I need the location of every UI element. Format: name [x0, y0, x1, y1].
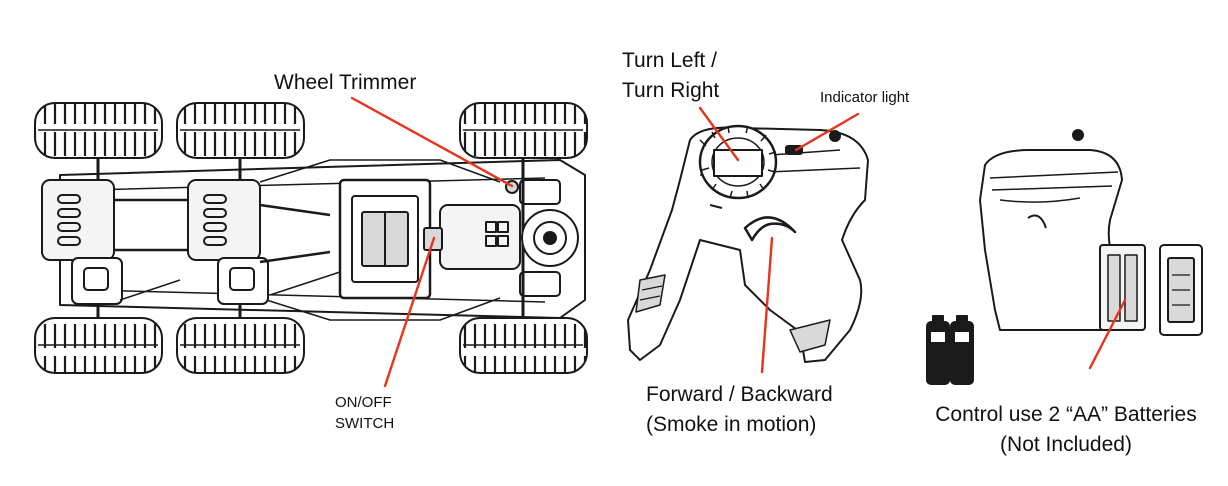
pointer-indicator-light: [794, 112, 860, 152]
battery-cover: [1159, 244, 1203, 336]
label-turn: Turn Left / Turn Right: [622, 46, 719, 106]
rc-car-chassis: [34, 102, 588, 374]
wheel-middle-left: [176, 102, 305, 159]
aa-batteries: [926, 315, 974, 385]
label-turn-line1: Turn Left /: [622, 49, 717, 72]
pointer-on-off-switch: [383, 236, 436, 388]
label-on-off-line1: ON/OFF: [335, 394, 392, 411]
pointer-lines: [350, 96, 1127, 388]
label-forward-line1: Forward / Backward: [646, 383, 833, 406]
wheel-front-left: [34, 102, 163, 159]
gearbox-middle: [187, 179, 269, 305]
label-batteries: Control use 2 “AA” Batteries (Not Includ…: [908, 400, 1224, 460]
battery-bay: [1099, 244, 1146, 331]
wheel-middle-right: [176, 317, 305, 374]
wheel-rear-left: [459, 102, 588, 159]
remote-controller-back: [926, 129, 1203, 385]
label-on-off-line2: SWITCH: [335, 415, 395, 432]
pointer-turn: [698, 106, 740, 162]
throttle-trigger: [743, 216, 797, 242]
pointer-batteries: [1088, 298, 1127, 370]
pointer-wheel-trimmer: [350, 96, 514, 188]
wheel-front-right: [34, 317, 163, 374]
gearbox-front: [41, 179, 123, 305]
battery-compartment: [338, 178, 432, 300]
label-on-off-switch: ON/OFF SWITCH: [335, 392, 394, 434]
wheel-rear-right: [459, 317, 588, 374]
rear-gearbox: [439, 179, 579, 297]
label-batteries-line1: Control use 2 “AA” Batteries: [935, 403, 1197, 426]
label-forward-backward: Forward / Backward (Smoke in motion): [646, 380, 833, 440]
remote-controller-front: [627, 124, 869, 363]
label-indicator-light: Indicator light: [820, 89, 910, 106]
steering-wheel: [698, 124, 778, 200]
label-wheel-trimmer: Wheel Trimmer: [274, 71, 417, 94]
label-forward-line2: (Smoke in motion): [646, 413, 817, 436]
label-turn-line2: Turn Right: [622, 79, 720, 102]
label-batteries-line2: (Not Included): [1000, 433, 1132, 456]
pointer-forward: [760, 236, 774, 374]
